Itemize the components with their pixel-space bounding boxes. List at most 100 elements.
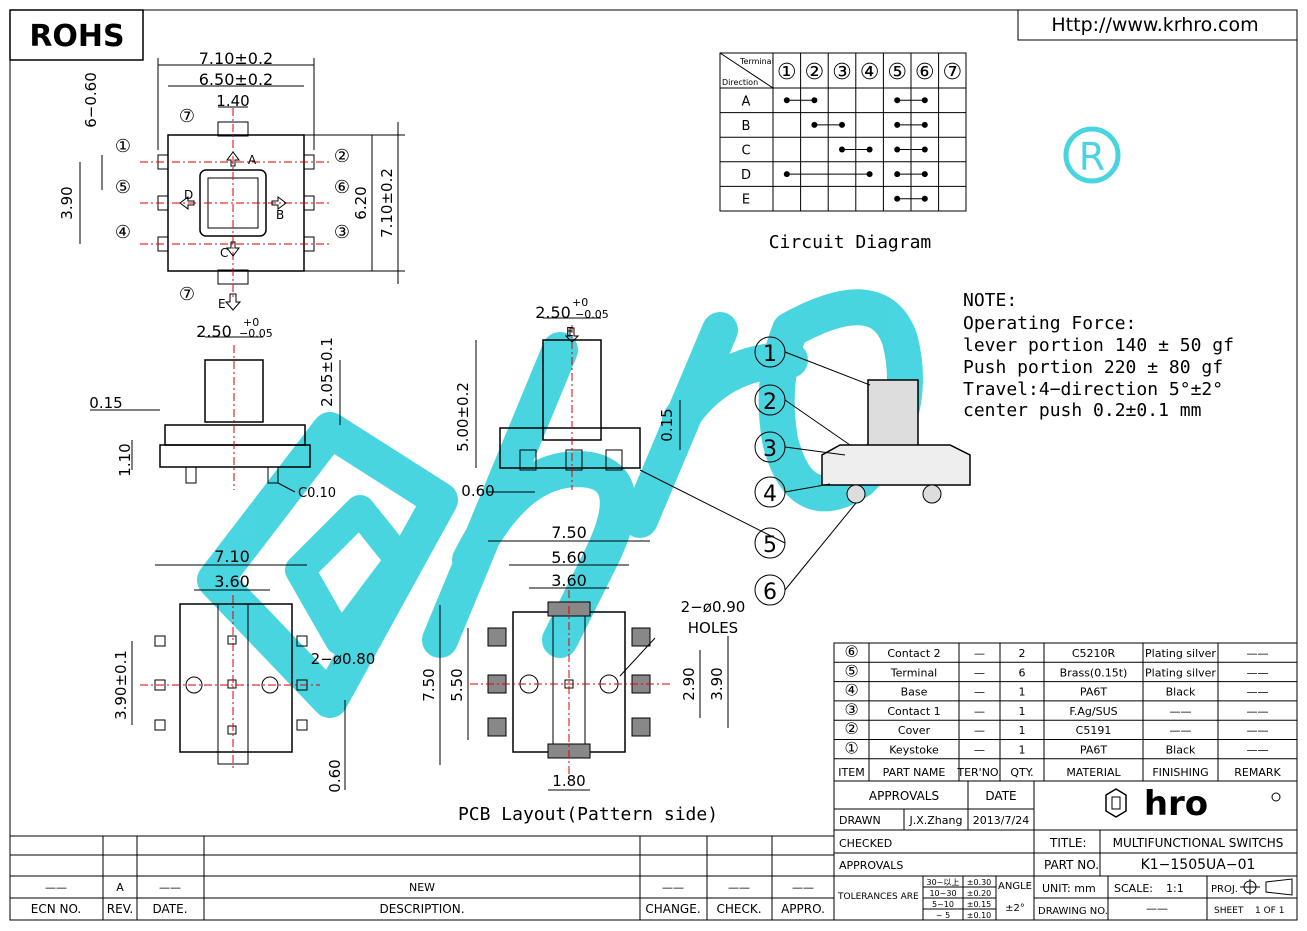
top-dim-left-mid: 3.90 [58, 186, 76, 219]
top-dim-center: 1.40 [216, 92, 249, 110]
circuit-dot [894, 97, 901, 104]
circuit-dot [921, 171, 928, 178]
bom-cell-ter: — [974, 686, 985, 699]
circuit-dot [839, 146, 845, 153]
pcb-dim-right-b: 3.90 [708, 667, 726, 700]
tb-tol-value-4: ±0.10 [967, 911, 992, 920]
side2-dim-left: 5.00±0.2 [454, 382, 472, 452]
callout-6: 6 [763, 580, 777, 605]
bom-cell-qty: 2 [1019, 647, 1026, 660]
top-pin-5: ⑤ [115, 177, 131, 198]
bom-header-ter-no: TER'NO. [956, 766, 1001, 779]
tb-approvals: APPROVALS [869, 789, 939, 803]
side1-dim-left-b: 1.10 [116, 443, 134, 476]
circuit-dot [866, 146, 873, 153]
pcb-dim-left-b: 5.50 [448, 668, 466, 701]
side-view-2 [475, 317, 681, 493]
bom-header-material: MATERIAL [1066, 766, 1121, 779]
bom-cell-qty: 1 [1019, 705, 1026, 718]
bom-cell-material: PA6T [1080, 686, 1107, 699]
side1-tol-minus: −0.05 [239, 327, 273, 340]
circuit-dot [921, 195, 928, 202]
bottom-view [131, 564, 346, 790]
bom-cell-name: Terminal [890, 666, 938, 679]
tb-tol-value-3: ±0.15 [967, 900, 992, 909]
side2-dir-e: E [566, 325, 574, 339]
rohs-box [9, 9, 144, 61]
circuit-dir-b: B [742, 119, 751, 134]
bom-header-item: ITEM [838, 766, 864, 779]
tb-part-value: K1−1505UA−01 [1141, 857, 1256, 873]
bom-cell-no: ② [844, 719, 858, 738]
bom-cell-remark: —— [1247, 744, 1269, 757]
website-url: Http://www.krhro.com [1051, 14, 1258, 36]
svg-text:R: R [1079, 135, 1105, 179]
bom-cell-name: Contact 1 [887, 705, 940, 718]
note-line-2: Operating Force: [963, 313, 1136, 334]
callout-2-circle [754, 384, 786, 416]
side1-dim-right: 2.05±0.1 [318, 337, 336, 407]
top-pin-3: ③ [334, 222, 350, 243]
circuit-dot [811, 97, 818, 104]
top-view [79, 58, 405, 311]
bom-cell-material: C5191 [1076, 724, 1112, 737]
website-box [1017, 9, 1298, 41]
bottom-dim-top-b: 3.60 [214, 572, 250, 591]
circuit-terminal-5: ⑤ [887, 60, 907, 85]
top-pin-6: ⑥ [334, 177, 350, 198]
circuit-terminal-6: ⑥ [915, 60, 935, 85]
bottom-dim-top-a: 7.10 [214, 547, 250, 566]
top-pin-7b: ⑦ [179, 284, 195, 305]
note-line-3: lever portion 140 ± 50 gf [963, 335, 1234, 356]
bom-cell-finishing: Black [1166, 686, 1196, 699]
bom-cell-qty: 1 [1019, 724, 1026, 737]
revision-block [10, 835, 834, 920]
bom-cell-no: ⑥ [844, 642, 858, 661]
pcb-dim-b: 5.60 [551, 548, 587, 567]
side1-dim-chamfer: C0.10 [298, 486, 336, 501]
circuit-dir-a: A [742, 94, 751, 109]
circuit-dot [839, 121, 845, 128]
top-pin-4: ④ [115, 222, 131, 243]
bom-cell-no: ⑤ [844, 661, 858, 680]
callout-6-circle [754, 574, 786, 606]
bom-cell-ter: — [974, 647, 985, 660]
circuit-dot [894, 195, 901, 202]
top-pin-7a: ⑦ [179, 106, 195, 127]
circuit-dir-d: D [741, 168, 751, 183]
side2-tol-plus: +0 [572, 296, 588, 309]
bom-cell-ter: — [974, 744, 985, 757]
side1-dim-left-a: 0.15 [89, 394, 122, 412]
circuit-terminal-2: ② [805, 60, 825, 85]
rev-row-change: —— [662, 881, 684, 894]
top-dim-width-inner: 6.50±0.2 [199, 70, 273, 89]
bom-cell-no: ① [844, 739, 858, 758]
side1-dim-top: 2.50 [196, 322, 232, 341]
circuit-dot [783, 97, 790, 104]
rev-row-rev: A [116, 881, 124, 894]
tb-checked-label: CHECKED [839, 837, 892, 850]
side1-tol-plus: +0 [243, 316, 259, 329]
tb-scale-label: SCALE: [1114, 882, 1153, 895]
bom-cell-ter: — [974, 666, 985, 679]
circuit-dot [921, 121, 928, 128]
bom-header-finishing: FINISHING [1152, 766, 1208, 779]
callout-3-circle [754, 431, 786, 463]
tb-sheet-value: 1 OF 1 [1255, 906, 1284, 916]
bom-cell-remark: —— [1247, 724, 1269, 737]
pcb-caption: PCB Layout(Pattern side) [458, 804, 718, 825]
tb-sheet-label: SHEET [1214, 906, 1244, 916]
bottom-dim-left: 3.90±0.1 [112, 650, 130, 720]
callout-2: 2 [763, 390, 777, 415]
title-block [833, 780, 1298, 921]
rev-row-check: —— [728, 881, 750, 894]
rohs-label: ROHS [29, 19, 124, 54]
tb-drawing-value: —— [1146, 902, 1168, 915]
tb-tol-value-2: ±0.20 [967, 889, 992, 898]
circuit-dot [783, 171, 790, 178]
circuit-dot [866, 171, 873, 178]
bom-header-remark: REMARK [1234, 766, 1281, 779]
tb-title-value: MULTIFUNCTIONAL SWITCHS [1113, 836, 1284, 850]
